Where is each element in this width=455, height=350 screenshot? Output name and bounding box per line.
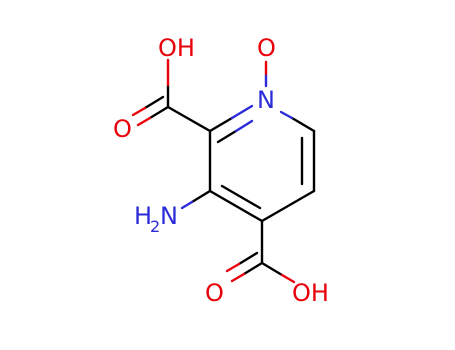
bond-c2-ccooh — [166, 105, 212, 133]
label-oh-top: OH — [158, 34, 195, 62]
label-o-carbonyl-bottom: O — [205, 279, 224, 307]
bond-c4-c5 — [260, 189, 316, 223]
bond-c2-n-inner-black — [216, 129, 238, 144]
label-n-ring: N — [257, 86, 275, 114]
bond-c3-c4 — [208, 189, 264, 223]
label-o-nitroso: O — [257, 34, 276, 62]
label-oh-bottom: OH — [292, 279, 329, 307]
label-o-carbonyl-left: O — [113, 115, 132, 143]
bond-c3-nh2-blue — [180, 200, 194, 210]
bond-cooh-o-black — [148, 105, 170, 120]
colored-bonds — [131, 58, 296, 284]
bond-bot-oh-black — [260, 261, 284, 277]
bond-c2-n-blue — [230, 104, 254, 120]
bond-bot-o-black — [242, 261, 264, 276]
bond-c2-n-inner-blue — [234, 119, 254, 133]
bond-c3-nh2-black — [190, 189, 212, 204]
bond-cooh-o-red — [136, 116, 152, 127]
bond-bot-o-red — [230, 272, 246, 283]
bond-c6-n-black — [290, 116, 316, 133]
bond-c3-c4-inner — [220, 184, 262, 210]
bond-c2-n-black — [208, 116, 234, 133]
bond-bot-o-inner-red — [225, 262, 241, 273]
bond-bot-o-inner-black — [237, 251, 259, 266]
bond-cooh-o-inner-red — [131, 106, 147, 117]
bond-cooh-o-inner-black — [143, 95, 165, 110]
bond-c6-n-blue — [279, 110, 294, 120]
label-amine-h: H — [134, 202, 152, 230]
bond-bot-oh-red — [280, 273, 296, 284]
atom-labels: OH O N O H 2 N O OH — [113, 34, 329, 307]
bonds — [143, 83, 316, 277]
label-amine-sub: 2 — [150, 217, 160, 236]
label-amine-n: N — [160, 202, 178, 230]
